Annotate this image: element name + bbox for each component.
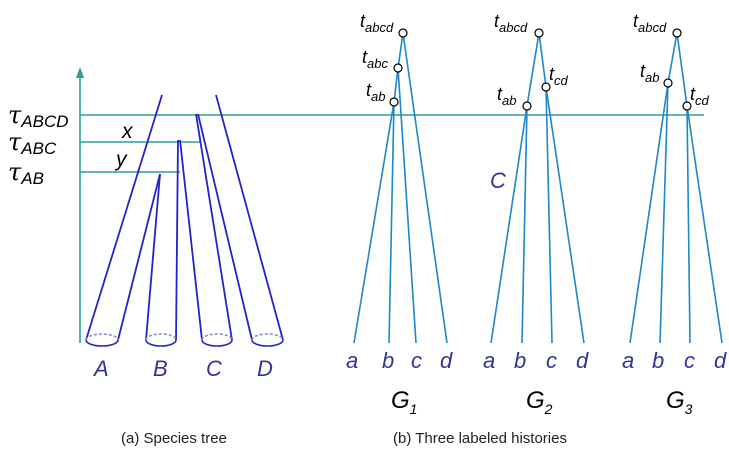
label-g3-ab: tab <box>640 61 659 85</box>
label-g1-abcd: tabcd <box>360 11 394 35</box>
gene-tip-g1-d: d <box>440 348 453 373</box>
label-g2-cd: tcd <box>549 64 569 88</box>
tau-ab-label: τAB <box>8 158 44 188</box>
gene-tip-g2-a: a <box>483 348 495 373</box>
species-tree-panel: τABCD τABC τAB x y <box>8 67 704 447</box>
node-g2-abcd <box>534 28 544 38</box>
gene-tree-g3-title: G3 <box>666 387 693 417</box>
histories-panel: tabcd tabc tab a b c d G1 C tabcd <box>346 11 727 447</box>
gene-tip-g3-b: b <box>652 348 664 373</box>
floating-label-c: C <box>490 168 506 193</box>
node-g2-cd <box>541 82 551 92</box>
node-g3-cd <box>682 101 692 111</box>
tau-abc-label: τABC <box>8 128 57 158</box>
node-g3-ab <box>663 78 673 88</box>
species-tip-a: A <box>92 356 109 381</box>
label-g2-ab: tab <box>497 84 516 108</box>
branch-b-right <box>175 139 179 341</box>
gene-tip-g2-b: b <box>514 348 526 373</box>
gene-tip-g3-c: c <box>684 348 695 373</box>
branch-b-left <box>145 173 161 341</box>
label-g3-cd: tcd <box>690 84 710 108</box>
time-axis-arrowhead <box>76 67 84 78</box>
gene-tip-g3-a: a <box>622 348 634 373</box>
species-tip-d: D <box>257 356 273 381</box>
species-tree-caption: (a) Species tree <box>121 430 227 447</box>
tube-bases <box>85 333 284 347</box>
gene-tree-g1-title: G1 <box>391 387 417 417</box>
gene-tip-g2-c: c <box>546 348 557 373</box>
branch-length-x: x <box>121 120 134 143</box>
species-tree-branches <box>85 94 284 341</box>
node-g2-ab <box>522 101 532 111</box>
gene-tip-g1-b: b <box>382 348 394 373</box>
label-g1-ab: tab <box>366 80 385 104</box>
node-g1-abc <box>393 63 403 73</box>
node-g1-ab <box>389 97 399 107</box>
label-g3-abcd: tabcd <box>633 11 667 35</box>
species-tip-b: B <box>153 356 168 381</box>
gene-tip-g1-c: c <box>411 348 422 373</box>
gene-tree-g2: tabcd tab tcd a b c d G2 <box>483 11 589 417</box>
node-g1-abcd <box>398 28 408 38</box>
gene-tree-g3: tabcd tab tcd a b c d G3 <box>622 11 727 417</box>
branch-a-left <box>85 94 163 341</box>
gene-tree-g2-title: G2 <box>526 387 553 417</box>
label-g2-abcd: tabcd <box>494 11 528 35</box>
tau-abcd-label: τABCD <box>8 101 69 131</box>
branch-d-left <box>197 113 253 341</box>
histories-caption: (b) Three labeled histories <box>393 430 567 447</box>
gene-tip-g1-a: a <box>346 348 358 373</box>
gene-tip-g3-d: d <box>714 348 727 373</box>
branch-a-right <box>117 173 161 341</box>
species-tip-c: C <box>206 356 222 381</box>
gene-tree-g1: tabcd tabc tab a b c d G1 <box>346 11 453 417</box>
node-g3-abcd <box>672 28 682 38</box>
gene-tip-g2-d: d <box>576 348 589 373</box>
branch-length-y: y <box>114 148 128 171</box>
branch-d-right <box>215 94 284 341</box>
label-g1-abc: tabc <box>362 47 388 71</box>
branch-c-left <box>179 139 203 341</box>
branch-c-right <box>195 113 233 341</box>
